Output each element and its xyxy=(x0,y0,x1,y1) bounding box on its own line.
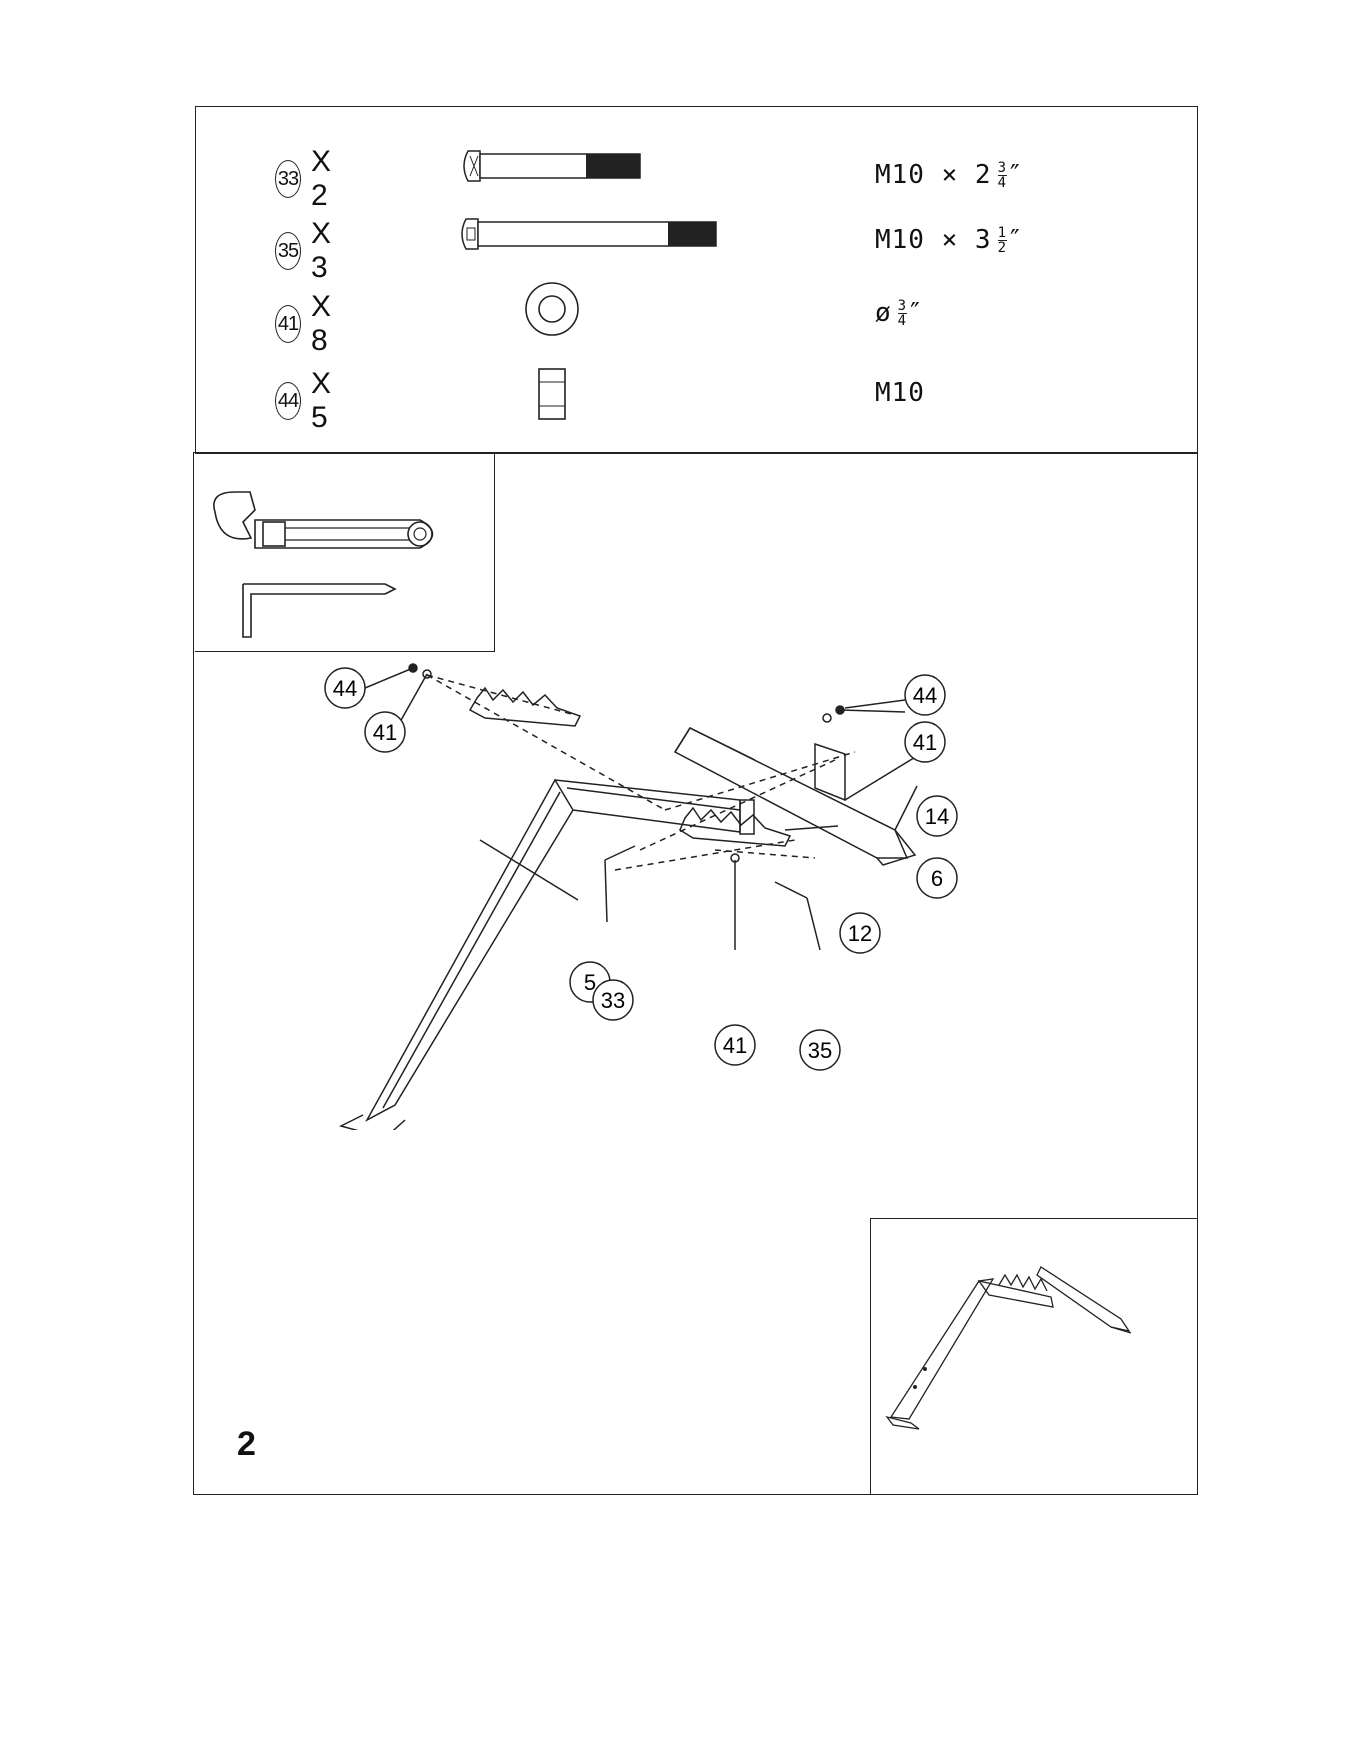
callout-44-right: 44 xyxy=(913,683,937,708)
quantity-label: X 2 xyxy=(311,145,345,213)
tools-box xyxy=(195,452,495,652)
quantity-label: X 5 xyxy=(311,367,345,435)
carriage-bolt-long-icon xyxy=(456,216,736,252)
callout-12: 12 xyxy=(848,921,872,946)
hardware-qty: 35 X 3 xyxy=(275,217,345,285)
hardware-qty: 33 X 2 xyxy=(275,145,345,213)
callout-6: 6 xyxy=(931,866,943,891)
allen-key-icon xyxy=(235,582,405,642)
hardware-qty: 44 X 5 xyxy=(275,367,345,435)
assembled-frame-preview xyxy=(871,1219,1199,1496)
part-6-base xyxy=(675,728,907,858)
callout-14: 14 xyxy=(925,804,949,829)
nut-icon xyxy=(535,366,569,422)
result-preview-box xyxy=(870,1218,1198,1495)
part-12-rack-upper xyxy=(470,688,580,726)
exploded-assembly-drawing: 44 41 44 41 14 6 12 5 33 41 35 xyxy=(195,660,1195,1130)
part-callout: 41 xyxy=(275,305,301,343)
step-number: 2 xyxy=(237,1425,256,1464)
bolt-33 xyxy=(605,846,635,860)
callout-41-left: 41 xyxy=(373,720,397,745)
hardware-spec: M10 xyxy=(875,378,925,408)
washer-icon xyxy=(523,280,581,338)
bolt-35 xyxy=(775,882,807,898)
callout-41-right: 41 xyxy=(913,730,937,755)
part-callout: 33 xyxy=(275,160,301,198)
hardware-qty: 41 X 8 xyxy=(275,290,345,358)
quantity-label: X 8 xyxy=(311,290,345,358)
callout-35: 35 xyxy=(808,1038,832,1063)
diagram-callouts: 44 41 44 41 14 6 12 5 33 41 35 xyxy=(325,668,957,1070)
part-callout: 35 xyxy=(275,232,301,270)
part-5-upright xyxy=(367,780,573,1120)
carriage-bolt-short-icon xyxy=(458,148,678,184)
callout-41-bottom: 41 xyxy=(723,1033,747,1058)
part-callout: 44 xyxy=(275,382,301,420)
callout-44-left: 44 xyxy=(333,676,357,701)
hardware-panel xyxy=(195,106,1198,454)
callout-33: 33 xyxy=(601,988,625,1013)
quantity-label: X 3 xyxy=(311,217,345,285)
